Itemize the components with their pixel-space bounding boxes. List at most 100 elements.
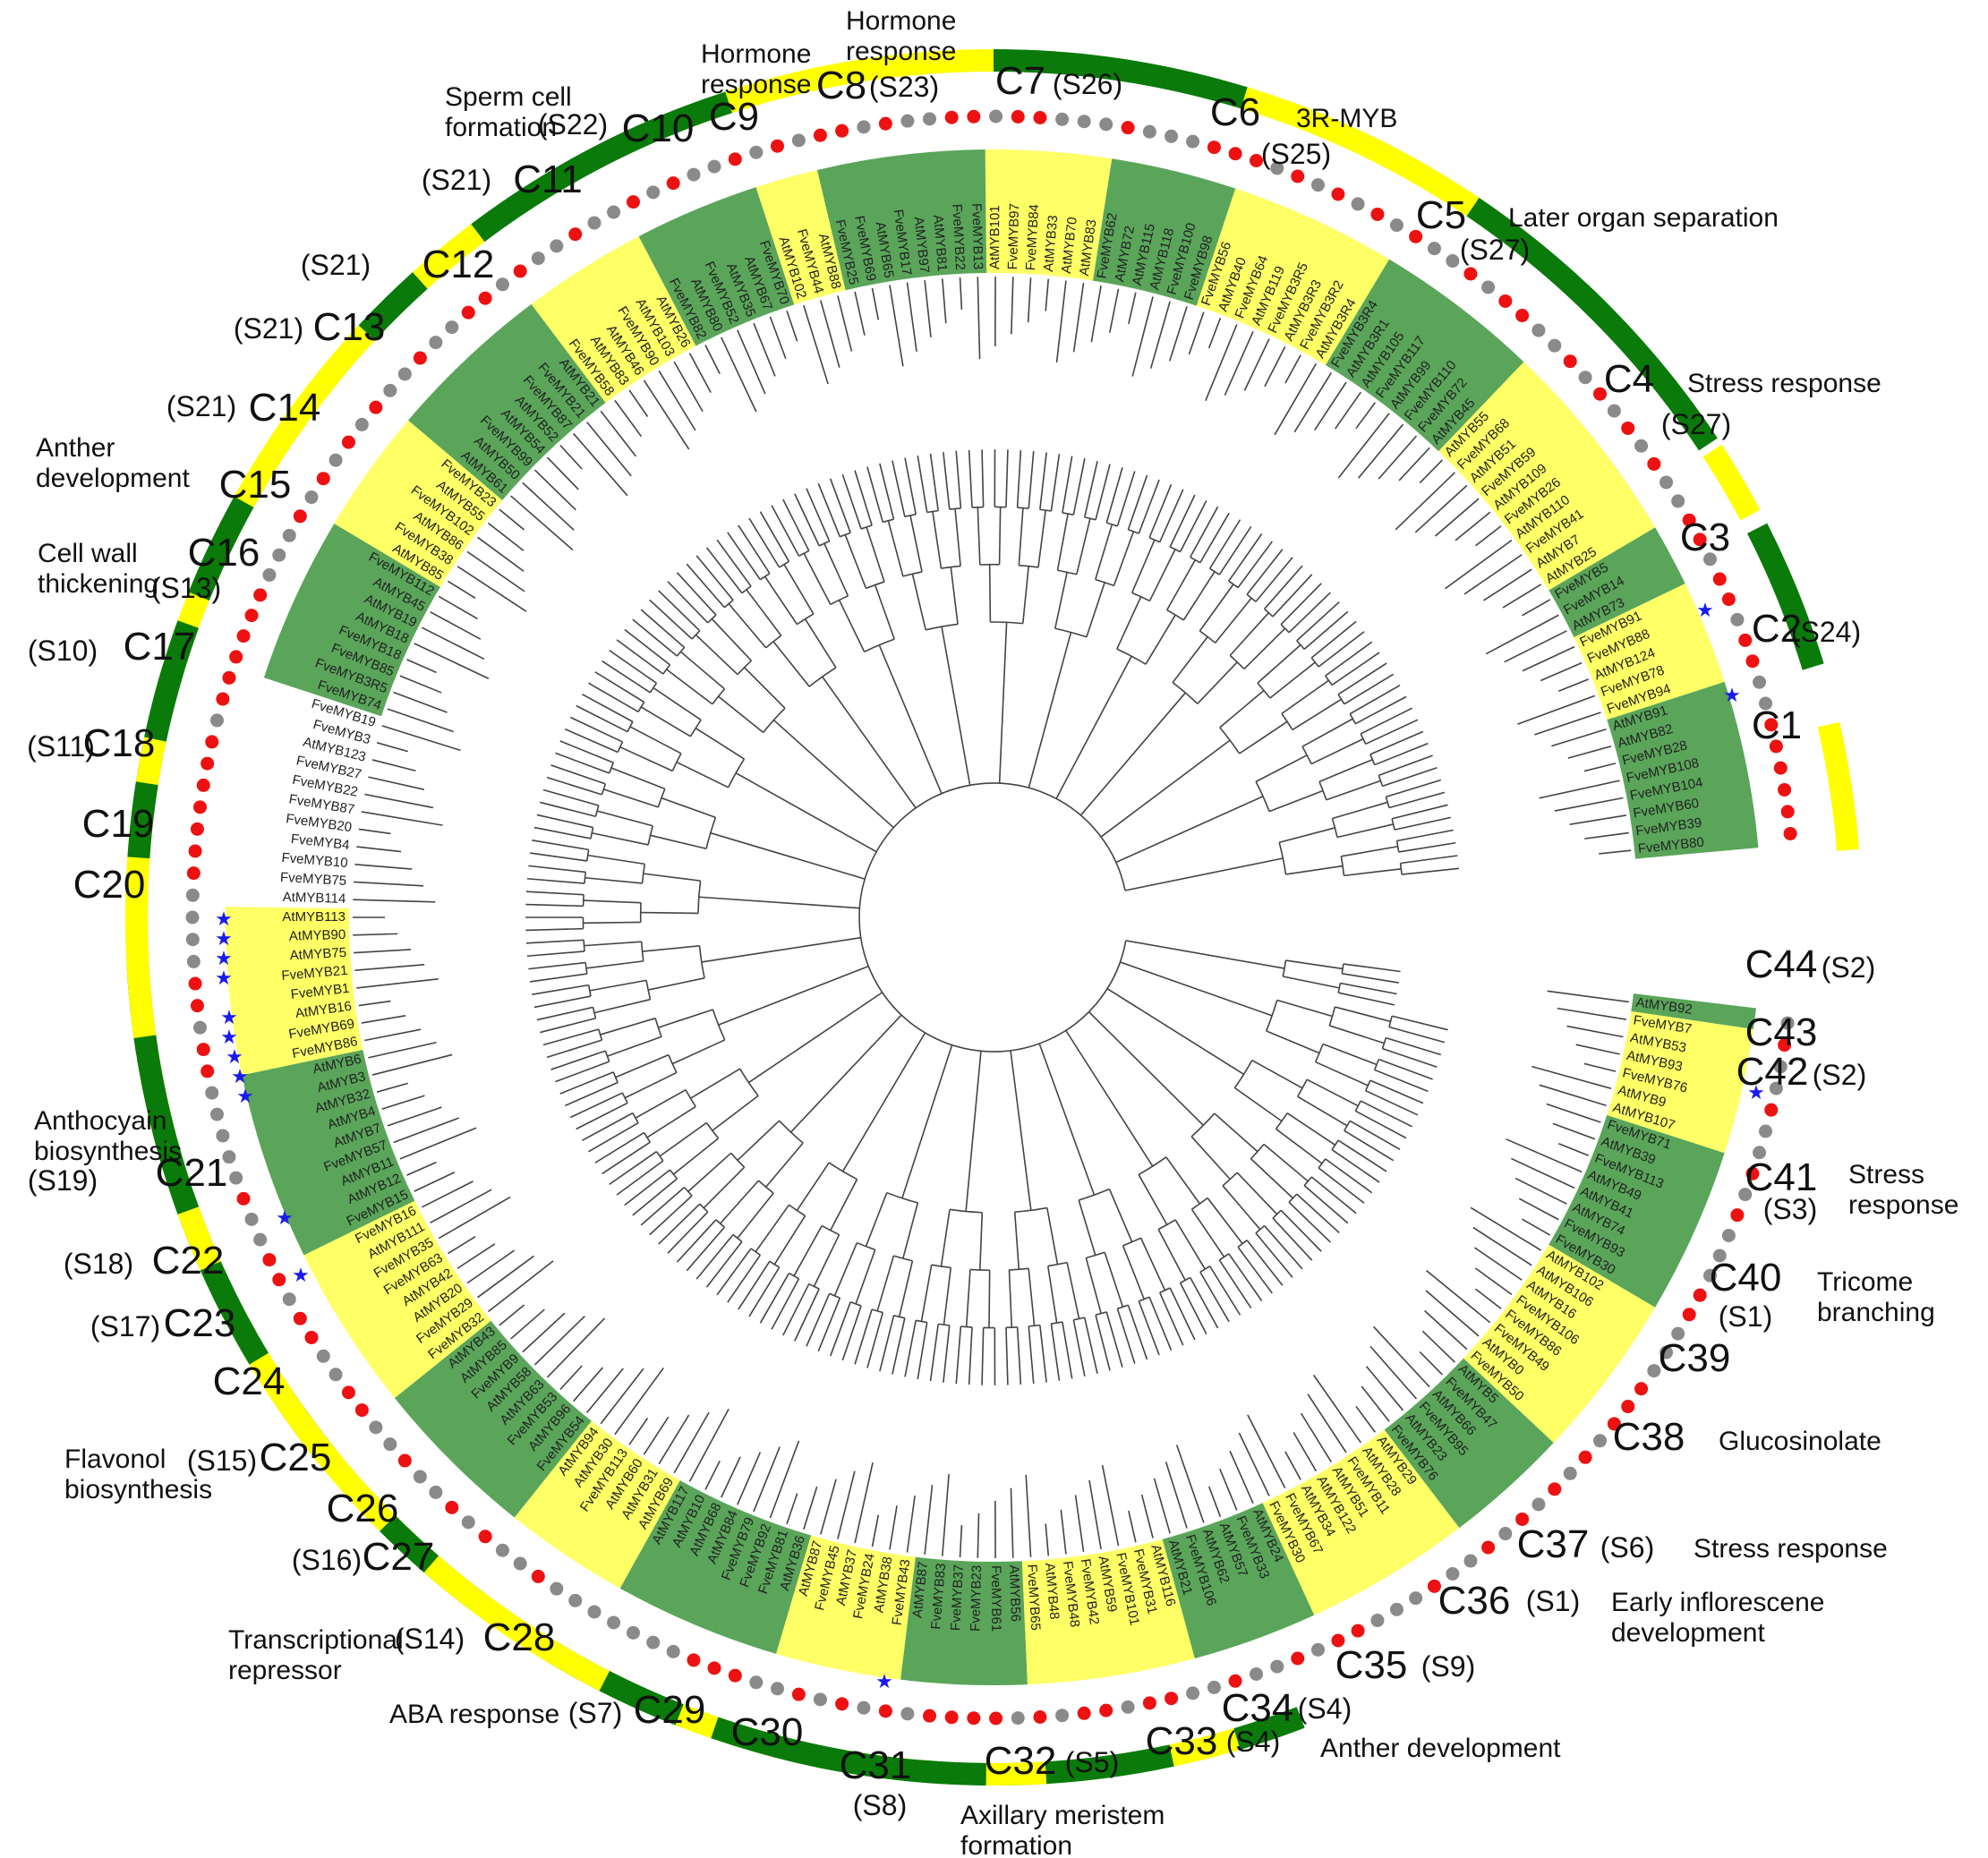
- red-dot-marker: [878, 116, 892, 131]
- branch-segment: [755, 1204, 790, 1253]
- branch-segment: [929, 1324, 939, 1382]
- clade-label-c4: C4: [1604, 357, 1654, 401]
- leaf-band-block: [900, 1556, 1028, 1686]
- branch-tip: [1552, 1122, 1596, 1140]
- branch-tip: [533, 469, 576, 511]
- clade-label-c15: C15: [219, 463, 292, 507]
- star-marker: ★: [215, 908, 233, 930]
- branch-segment: [878, 644, 943, 795]
- branch-segment: [932, 511, 943, 569]
- gray-dot-marker: [244, 1212, 259, 1226]
- branch-tip: [1188, 311, 1205, 355]
- branch-segment: [1039, 452, 1047, 510]
- branch-tip: [1264, 345, 1286, 388]
- branch-tip: [356, 977, 439, 989]
- branch-segment: [1243, 627, 1286, 669]
- leaf-label: AtMYB114: [282, 890, 346, 907]
- star-marker: ★: [220, 1026, 238, 1048]
- red-dot-marker: [835, 124, 849, 138]
- branch-tip: [1149, 301, 1171, 369]
- leaf-band-block: [776, 1535, 916, 1680]
- branch-tip: [1445, 539, 1513, 590]
- gray-dot-marker: [1446, 1566, 1460, 1581]
- clade-label-c40: C40: [1710, 1256, 1782, 1300]
- leaf-label-layer: FveMYB80FveMYB39FveMYB60FveMYB104FveMYB1…: [280, 203, 1705, 1632]
- gray-dot-marker: [857, 1700, 871, 1715]
- function-label-c38: Glucosinolate: [1719, 1427, 1881, 1456]
- branch-tip: [1165, 1462, 1188, 1529]
- gray-dot-marker: [1250, 1666, 1264, 1681]
- branch-segment: [830, 1179, 858, 1232]
- branch-segment: [1158, 1291, 1184, 1346]
- branch-tip: [1554, 797, 1624, 812]
- branch-tip: [721, 337, 757, 413]
- branch-segment: [822, 676, 917, 809]
- leaf-label: FveMYB97: [1005, 203, 1022, 270]
- branch-tip: [361, 1015, 406, 1024]
- branch-segment: [1050, 1323, 1061, 1381]
- branch-segment: [609, 649, 657, 684]
- leaf-band-block: [1092, 158, 1236, 306]
- clade-ring-segment-c9: [412, 224, 485, 289]
- branch-segment: [603, 788, 659, 808]
- branch-tip: [854, 1462, 874, 1544]
- subgroup-label-c23: (S17): [90, 1310, 160, 1342]
- branch-tip: [353, 899, 436, 903]
- branch-tip: [1108, 288, 1120, 333]
- red-dot-marker: [1738, 633, 1753, 647]
- branch-tip: [1583, 763, 1617, 772]
- branch-segment: [1288, 1201, 1331, 1243]
- branch-segment: [1335, 1006, 1391, 1023]
- branch-tip: [1540, 661, 1583, 682]
- red-dot-marker: [531, 1569, 545, 1583]
- branch-segment: [1396, 829, 1454, 842]
- subgroup-label-c28: (S14): [395, 1623, 465, 1655]
- branch-tip: [1539, 1084, 1607, 1106]
- branch-segment: [546, 776, 602, 796]
- branch-segment: [844, 534, 867, 589]
- branch-segment: [1306, 1078, 1359, 1107]
- branch-segment: [737, 1192, 774, 1239]
- branch-tip: [1425, 1290, 1480, 1337]
- branch-segment: [540, 801, 596, 818]
- branch-segment: [565, 1081, 619, 1107]
- red-dot-marker: [1077, 1706, 1091, 1720]
- branch-segment: [525, 927, 584, 932]
- branch-segment: [716, 1248, 752, 1296]
- clade-label-c9: C9: [709, 95, 759, 139]
- branch-segment: [1050, 454, 1061, 512]
- branch-segment: [968, 1326, 973, 1385]
- subgroup-label-c4: (S27): [1661, 408, 1731, 440]
- branch-segment: [746, 589, 782, 636]
- gray-dot-marker: [1532, 1497, 1546, 1512]
- branch-tip: [1074, 1495, 1085, 1553]
- branch-segment: [1344, 673, 1395, 705]
- branch-segment: [1005, 449, 1009, 507]
- branch-segment: [1360, 1100, 1413, 1128]
- branch-tip: [1421, 1330, 1455, 1363]
- leaf-label: FveMYB75: [280, 870, 347, 889]
- branch-segment: [1318, 758, 1373, 783]
- red-dot-marker: [1463, 267, 1478, 281]
- gray-dot-marker: [328, 1368, 343, 1382]
- gray-dot-marker: [1730, 612, 1745, 626]
- branch-tip: [871, 287, 880, 320]
- branch-segment: [1078, 1199, 1096, 1256]
- red-dot-marker: [944, 110, 959, 124]
- branch-tip: [1168, 306, 1188, 362]
- clade-ring-segment-c12: [188, 496, 254, 601]
- leaf-band-block: [1631, 993, 1756, 1029]
- branch-segment: [789, 1014, 902, 1133]
- gray-dot-marker: [770, 1682, 784, 1696]
- dot-marker-ring: [185, 109, 1797, 1726]
- gray-dot-marker: [1671, 1326, 1685, 1341]
- gray-dot-marker: [857, 120, 871, 134]
- red-dot-marker: [878, 1704, 892, 1718]
- clade-ring-segment-c34: [599, 1671, 684, 1726]
- leaf-label: AtMYB90: [289, 927, 346, 944]
- red-dot-marker: [1291, 1651, 1305, 1666]
- branch-tip: [1357, 423, 1404, 479]
